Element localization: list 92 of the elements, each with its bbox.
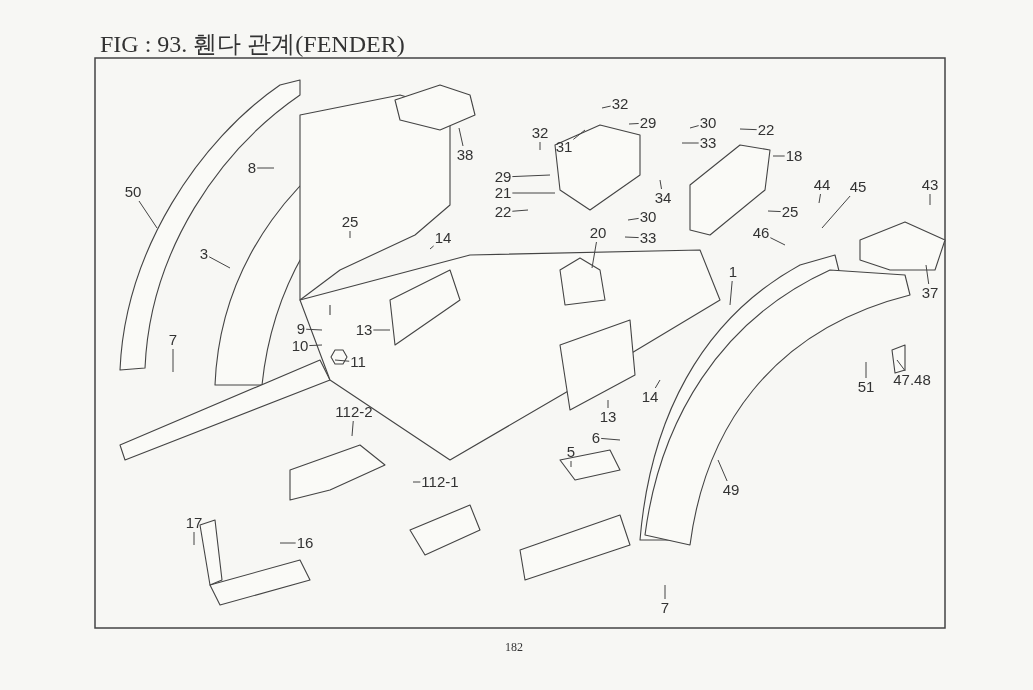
leader-line [659,179,662,190]
leader-line [279,542,297,544]
leader-line [929,193,931,206]
callout-number: 10 [291,338,309,354]
leader-line [349,230,351,239]
callout-number: 29 [639,115,657,131]
callout-number: 14 [434,230,452,246]
callout-number: 43 [921,177,939,193]
callout-number: 21 [494,185,512,201]
leader-line [193,531,195,546]
leader-line [570,460,572,468]
leader-line [821,195,851,229]
page-number: 182 [505,640,523,655]
callout-number: 33 [639,230,657,246]
leader-line [925,264,930,285]
leader-line [729,280,733,306]
figure-title: FIG : 93. 휀다 관계(FENDER) [100,30,405,59]
callout-number: 13 [355,322,373,338]
callout-number: 22 [757,122,775,138]
leader-line [739,128,758,131]
callout-number: 25 [781,204,799,220]
leader-line [511,174,551,178]
leader-line [769,237,786,246]
callout-number: 49 [722,482,740,498]
callout-number: 29 [494,169,512,185]
callout-number: 8 [247,160,257,176]
callout-number: 32 [611,96,629,112]
callout-number: 112-1 [421,474,459,490]
leader-line [591,241,597,269]
callout-number: 14 [641,389,659,405]
leader-line [308,344,323,347]
callout-number: 37 [921,285,939,301]
callout-number: 32 [531,125,549,141]
leader-line [601,105,612,109]
leader-line [412,481,421,483]
leader-line [624,236,640,239]
callout-number: 17 [185,515,203,531]
callout-number: 13 [599,409,617,425]
callout-number: 18 [785,148,803,164]
leader-line [689,125,700,129]
callout-number: 5 [566,444,576,460]
callout-number: 1 [728,264,738,280]
callout-number: 51 [857,379,875,395]
leader-line [539,141,541,151]
callout-number: 47.48 [893,372,931,388]
leader-line [628,123,640,125]
callout-number: 34 [654,190,672,206]
leader-line [681,142,700,144]
leader-line [138,200,158,229]
leader-line [717,459,728,482]
callout-number: 22 [494,204,512,220]
callout-number: 50 [124,184,142,200]
leader-line [607,399,609,409]
callout-number: 38 [456,147,474,163]
leader-line [767,210,782,213]
leader-line [208,256,231,269]
callout-number: 7 [660,600,670,616]
leader-line [511,209,529,212]
leader-line [865,361,867,379]
callout-number: 112-2 [335,404,373,420]
callout-number: 30 [699,115,717,131]
callout-number: 45 [849,179,867,195]
leader-line [572,129,586,140]
callout-number: 9 [296,321,306,337]
callout-number: 44 [813,177,831,193]
leader-line [627,217,640,221]
leader-line [654,379,661,389]
callout-number: 16 [296,535,314,551]
callout-number: 30 [639,209,657,225]
callout-number: 11 [350,354,366,370]
callout-number: 31 [555,139,573,155]
leader-line [664,584,666,600]
leader-line [772,155,786,157]
callout-number: 7 [168,332,178,348]
callout-number: 46 [752,225,770,241]
callout-number: 6 [591,430,601,446]
callout-number: 33 [699,135,717,151]
leader-line [600,437,621,441]
leader-line [334,359,350,362]
callout-number: 3 [199,246,209,262]
leader-line [429,245,435,250]
leader-line [172,348,174,373]
leader-line [896,359,906,372]
leader-line [305,328,323,331]
leader-line [256,167,275,169]
leader-line [818,193,821,204]
leader-line [372,329,391,331]
leader-line [511,192,556,194]
leader-line [458,127,464,147]
callout-number: 25 [341,214,359,230]
leader-line [351,420,354,437]
callout-number: 20 [589,225,607,241]
